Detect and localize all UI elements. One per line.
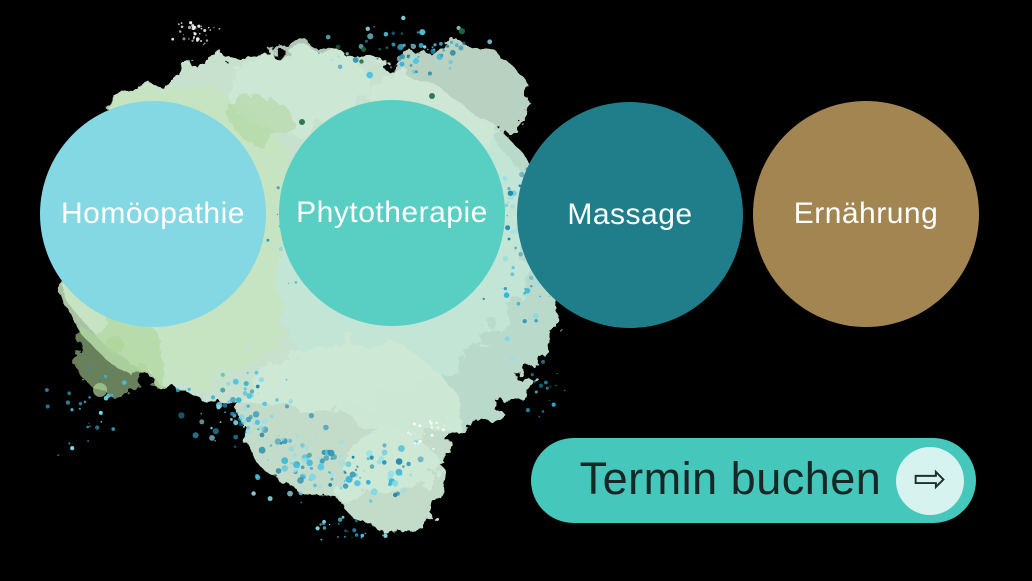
category-circle-phytotherapie[interactable]: Phytotherapie bbox=[279, 100, 505, 326]
category-label: Homöopathie bbox=[61, 197, 245, 230]
category-circle-ernaehrung[interactable]: Ernährung bbox=[753, 101, 979, 327]
category-label: Phytotherapie bbox=[296, 196, 488, 229]
termin-buchen-button[interactable]: Termin buchen ⇨ bbox=[531, 438, 976, 523]
arrow-right-icon: ⇨ bbox=[913, 456, 947, 501]
category-circle-massage[interactable]: Massage bbox=[517, 102, 743, 328]
category-label: Ernährung bbox=[793, 197, 939, 230]
category-label: Massage bbox=[567, 198, 693, 231]
arrow-circle-badge: ⇨ bbox=[896, 446, 964, 515]
cta-label: Termin buchen bbox=[579, 453, 882, 504]
category-circle-homoeopathie[interactable]: Homöopathie bbox=[40, 101, 266, 327]
